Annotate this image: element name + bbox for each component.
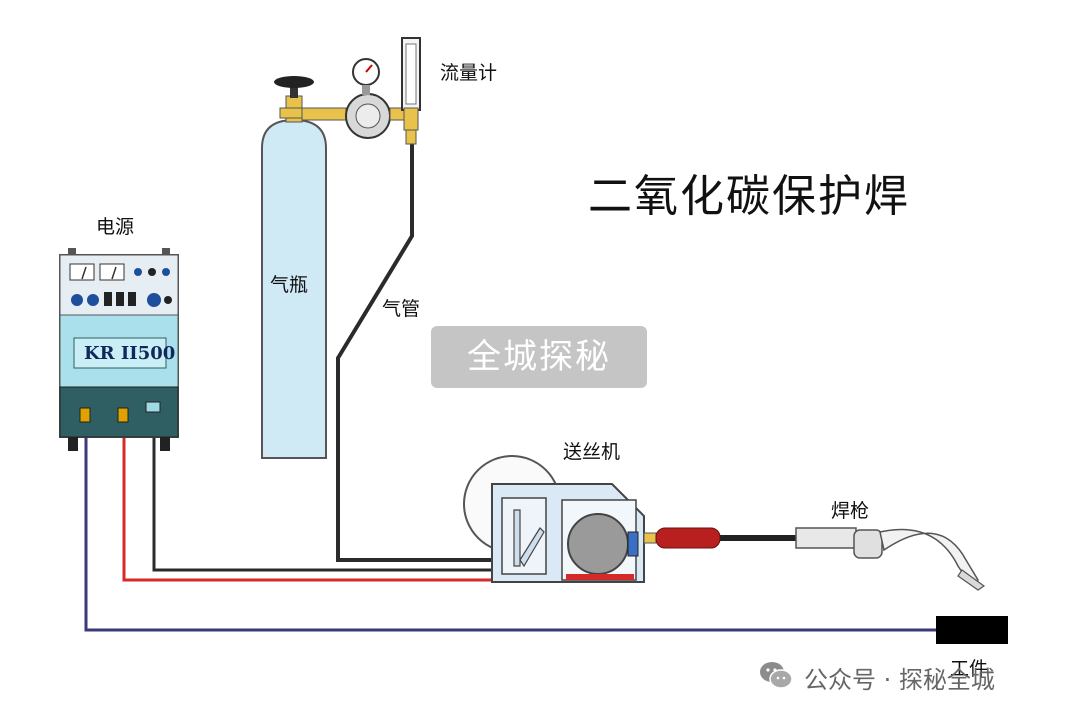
flowmeter [401, 37, 421, 145]
label-gas-cylinder: 气瓶 [270, 274, 309, 296]
label-welding-torch: 焊枪 [831, 500, 870, 522]
welding-torch [643, 527, 986, 591]
power-supply [59, 248, 179, 451]
ground-cable [84, 438, 938, 632]
label-flowmeter: 流量计 [440, 62, 498, 84]
gas-hose [336, 142, 492, 562]
watermark-badge: 全城探秘 [431, 326, 647, 388]
diagram-title: 二氧化碳保护焊 [588, 171, 910, 222]
power-cable-red [122, 438, 492, 582]
label-workpiece: 工件 [950, 658, 989, 680]
label-power-supply: 电源 [96, 216, 135, 238]
label-gas-hose: 气管 [382, 298, 421, 320]
wechat-icon [760, 662, 793, 689]
power-supply-model-label: KR II500 [84, 343, 176, 364]
control-cable [152, 438, 492, 572]
workpiece-block [936, 616, 1008, 644]
wire-feeder [463, 455, 645, 583]
gas-cylinder [261, 76, 327, 459]
cables [84, 142, 938, 632]
footer-account-text: 公众号 · 探秘全城 [804, 666, 995, 694]
label-wire-feeder: 送丝机 [563, 441, 621, 463]
